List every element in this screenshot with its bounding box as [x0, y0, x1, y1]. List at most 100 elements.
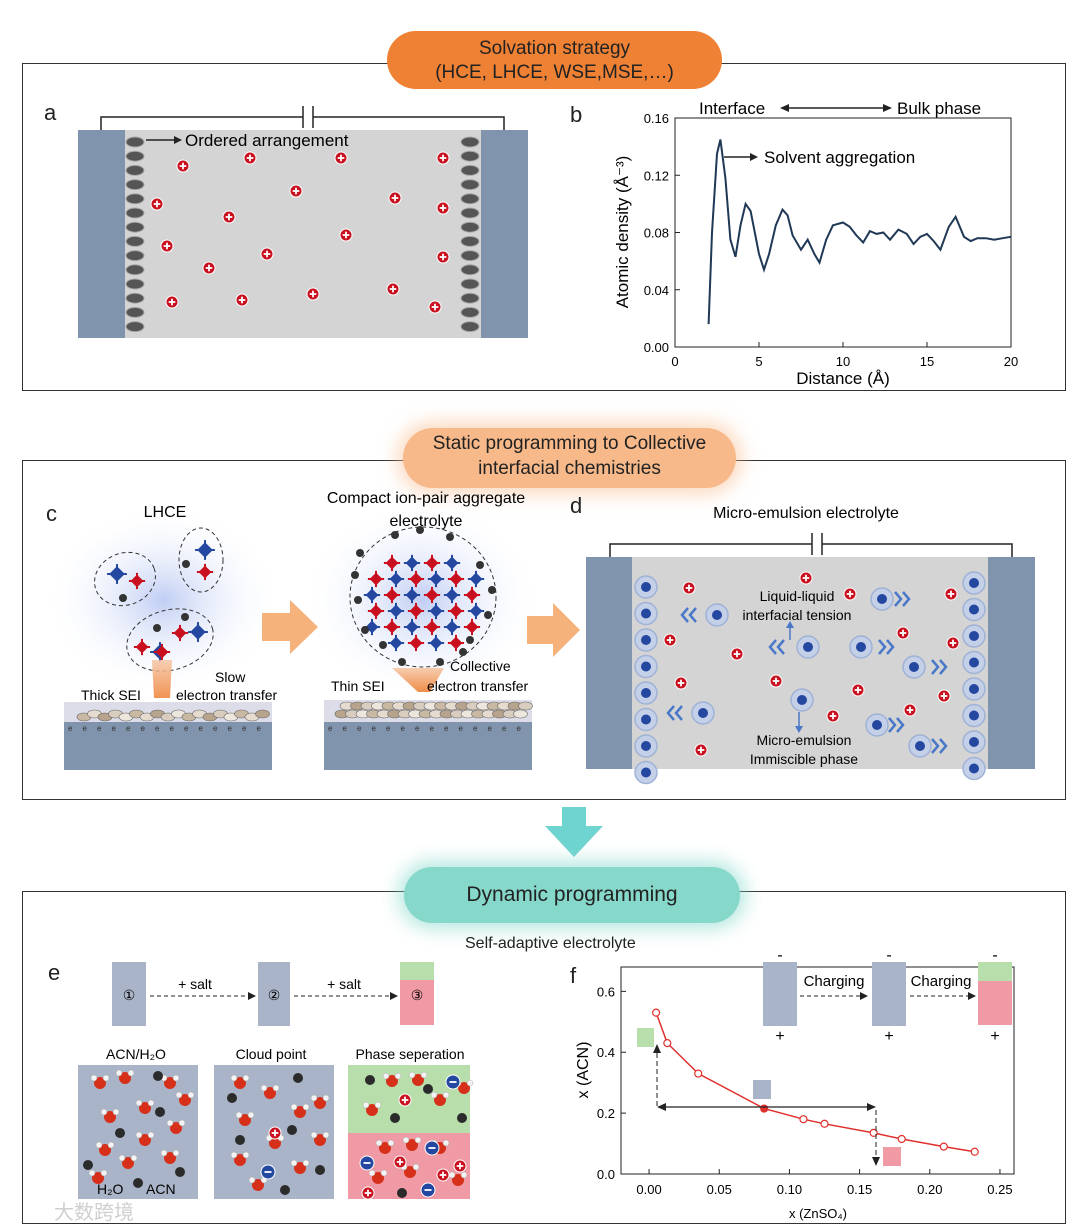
data-point — [760, 1104, 769, 1113]
acn-molecule — [153, 1071, 163, 1081]
y-tick-label: 0.00 — [644, 340, 669, 355]
solvent-molecule — [125, 250, 145, 262]
electron-label: e — [68, 724, 73, 733]
motion-chevron — [886, 639, 895, 655]
h2o-oxygen — [386, 1075, 398, 1087]
state-1-label: ① — [123, 987, 136, 1003]
electron-label: e — [184, 724, 189, 733]
h2o-hydrogen — [260, 1084, 268, 1092]
h2o-oxygen — [379, 1142, 391, 1154]
droplet-core — [969, 684, 979, 694]
circuit-wire — [609, 543, 812, 557]
electron-label: e — [444, 724, 449, 733]
solvent-dot — [391, 531, 399, 539]
b-ylabel: Atomic density (Å⁻³) — [613, 156, 632, 309]
h2o-hydrogen — [412, 1163, 420, 1171]
circuit-wire — [822, 543, 1013, 557]
solvent-molecule — [125, 164, 145, 176]
cipa-substrate — [324, 722, 532, 770]
thin-sei-label: Thin SEI — [331, 678, 385, 694]
droplet-core — [803, 642, 813, 652]
arrow-head-left — [780, 104, 789, 112]
dynamic-programming-pill: Dynamic programming — [404, 867, 740, 923]
h2o-hydrogen — [310, 1094, 318, 1102]
h2o-hydrogen — [302, 1159, 310, 1167]
x-tick-label: 10 — [836, 354, 850, 369]
y-tick-label: 0.16 — [644, 111, 669, 126]
acn-molecule — [235, 1135, 245, 1145]
acn-molecule — [155, 1107, 165, 1117]
motion-chevron — [666, 705, 675, 721]
solvent-dot — [488, 586, 496, 594]
state-1-box — [112, 962, 146, 1026]
solvent-dot — [436, 658, 444, 666]
h2o-hydrogen — [368, 1169, 376, 1177]
lhce-label: LHCE — [144, 504, 187, 521]
acn-molecule — [227, 1093, 237, 1103]
electron-label: e — [372, 724, 377, 733]
flow-arrow-1 — [262, 600, 318, 654]
droplet-core — [969, 737, 979, 747]
h2o-hydrogen — [420, 1071, 428, 1079]
droplet-core — [698, 708, 708, 718]
acn-molecule — [293, 1073, 303, 1083]
h2o-hydrogen — [242, 1151, 250, 1159]
teal-down-arrow — [545, 807, 603, 857]
h2o-oxygen — [99, 1144, 111, 1156]
guide-down-head — [872, 1157, 880, 1166]
h2o-hydrogen — [88, 1169, 96, 1177]
solvent-molecule — [460, 264, 480, 276]
salt-label-2: + salt — [327, 976, 361, 992]
guide-up-head — [653, 1044, 661, 1053]
solvent-molecule — [460, 193, 480, 205]
panel-letter-a: a — [44, 100, 57, 125]
h2o-hydrogen — [272, 1084, 280, 1092]
electron-cone-cipa — [392, 668, 444, 692]
density-curve — [707, 139, 1012, 325]
electron-label: e — [97, 724, 102, 733]
h2o-hydrogen — [290, 1159, 298, 1167]
motion-chevron — [680, 607, 689, 623]
range-arrow-right — [867, 1103, 876, 1111]
h2o-oxygen — [458, 1082, 470, 1094]
solvent-dot — [459, 648, 467, 656]
h2o-hydrogen — [310, 1131, 318, 1139]
data-point — [820, 1119, 829, 1128]
panel-letter-d: d — [570, 493, 583, 518]
y-tick-label: 0.4 — [597, 1045, 615, 1060]
h2o-oxygen — [252, 1179, 264, 1191]
droplet-core — [915, 741, 925, 751]
fit-curve — [655, 1012, 975, 1153]
electron-label: e — [228, 724, 233, 733]
motion-chevron — [902, 591, 911, 607]
acn-molecule — [315, 1165, 325, 1175]
thick-sei-label: Thick SEI — [81, 687, 141, 703]
droplet-core — [872, 720, 882, 730]
data-point — [663, 1039, 672, 1048]
panel-letter-f: f — [570, 963, 577, 988]
plus-1: + — [775, 1028, 784, 1045]
solvent-molecule — [460, 150, 480, 162]
aggregation-arrow-head — [750, 153, 758, 161]
solvent-molecule — [460, 207, 480, 219]
x-tick-label: 0.10 — [777, 1182, 802, 1197]
droplet-core — [969, 657, 979, 668]
lhce-cluster — [126, 608, 214, 672]
watermark: 大数跨境 — [54, 1202, 134, 1224]
solvent-molecule — [125, 235, 145, 247]
lhce-glow — [43, 505, 283, 695]
motion-chevron — [894, 591, 903, 607]
electron-label: e — [488, 724, 493, 733]
x-tick-label: 20 — [1004, 354, 1018, 369]
charging-arrow-2-head — [968, 992, 976, 1000]
droplet-core — [856, 642, 866, 652]
y-tick-label: 0.0 — [597, 1167, 615, 1182]
h2o-hydrogen — [107, 1141, 115, 1149]
h2o-hydrogen — [466, 1079, 474, 1087]
h2o-oxygen — [104, 1111, 116, 1123]
solvent-molecule — [460, 278, 480, 290]
acn-molecule — [397, 1188, 407, 1198]
